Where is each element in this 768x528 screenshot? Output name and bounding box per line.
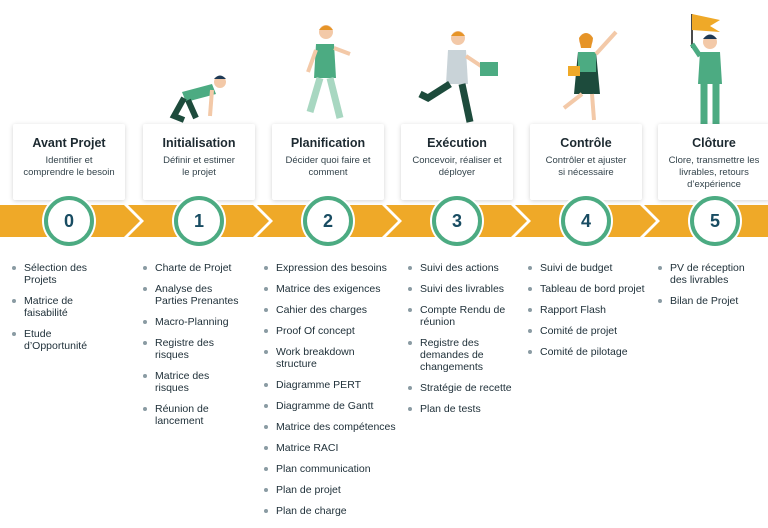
phase-description: Décider quoi faire et comment bbox=[285, 155, 371, 178]
list-item: Matrice RACI bbox=[264, 442, 404, 454]
figure-walking-planner bbox=[306, 25, 351, 119]
list-item: Cahier des charges bbox=[264, 304, 404, 316]
phase-title: Initialisation bbox=[162, 136, 236, 150]
list-item: Plan de charge bbox=[264, 505, 404, 517]
phase-number-circle-1: 1 bbox=[174, 196, 224, 246]
phase-title: Exécution bbox=[427, 136, 487, 150]
deliverables-list-4: Suivi de budget Tableau de bord projet R… bbox=[528, 262, 654, 367]
phase-number-circle-3: 3 bbox=[432, 196, 482, 246]
figure-flag-holder bbox=[689, 14, 722, 124]
phase-card-3: Exécution Concevoir, réaliser et déploye… bbox=[401, 124, 513, 200]
phase-description: Définir et estimer le projet bbox=[163, 155, 235, 178]
list-item: Plan communication bbox=[264, 463, 404, 475]
figure-running-briefcase bbox=[418, 31, 498, 123]
phase-card-4: Contrôle Contrôler et ajuster si nécessa… bbox=[530, 124, 642, 200]
list-item: Bilan de Projet bbox=[658, 295, 764, 307]
list-item: Charte de Projet bbox=[143, 262, 259, 274]
phase-title: Planification bbox=[290, 136, 366, 150]
list-item: Macro-Planning bbox=[143, 316, 259, 328]
phase-description: Identifier et comprendre le besoin bbox=[23, 155, 115, 178]
phase-number-circle-5: 5 bbox=[690, 196, 740, 246]
phase-number-circle-2: 2 bbox=[303, 196, 353, 246]
phase-card-1: Initialisation Définir et estimer le pro… bbox=[143, 124, 255, 200]
list-item: Matrice des compétences bbox=[264, 421, 404, 433]
list-item: Rapport Flash bbox=[528, 304, 654, 316]
phase-title: Clôture bbox=[692, 136, 736, 150]
list-item: Suivi des livrables bbox=[408, 283, 526, 295]
list-item: Suivi de budget bbox=[528, 262, 654, 274]
list-item: Expression des besoins bbox=[264, 262, 404, 274]
deliverables-list-2: Expression des besoins Matrice des exige… bbox=[264, 262, 404, 526]
list-item: Comité de pilotage bbox=[528, 346, 654, 358]
figure-crouching-start bbox=[169, 75, 226, 123]
list-item: Stratégie de recette bbox=[408, 382, 526, 394]
list-item: Tableau de bord projet bbox=[528, 283, 654, 295]
phase-card-5: Clôture Clore, transmettre les livrables… bbox=[658, 124, 768, 200]
list-item: Diagramme PERT bbox=[264, 379, 404, 391]
phase-description: Concevoir, réaliser et déployer bbox=[412, 155, 502, 178]
phase-number-circle-4: 4 bbox=[561, 196, 611, 246]
phase-number-circle-0: 0 bbox=[44, 196, 94, 246]
list-item: Suivi des actions bbox=[408, 262, 526, 274]
list-item: Plan de projet bbox=[264, 484, 404, 496]
list-item: Diagramme de Gantt bbox=[264, 400, 404, 412]
list-item: Proof Of concept bbox=[264, 325, 404, 337]
phase-card-2: Planification Décider quoi faire et comm… bbox=[272, 124, 384, 200]
phase-card-0: Avant Projet Identifier et comprendre le… bbox=[13, 124, 125, 200]
deliverables-list-3: Suivi des actions Suivi des livrables Co… bbox=[408, 262, 526, 424]
phase-title: Avant Projet bbox=[32, 136, 106, 150]
phase-description: Clore, transmettre les livrables, retour… bbox=[668, 155, 760, 190]
phase-description: Contrôler et ajuster si nécessaire bbox=[545, 155, 627, 178]
list-item: Plan de tests bbox=[408, 403, 526, 415]
list-item: Matrice des exigences bbox=[264, 283, 404, 295]
list-item: Comité de projet bbox=[528, 325, 654, 337]
figure-cheering-woman bbox=[562, 30, 618, 121]
phase-title: Contrôle bbox=[560, 136, 612, 150]
